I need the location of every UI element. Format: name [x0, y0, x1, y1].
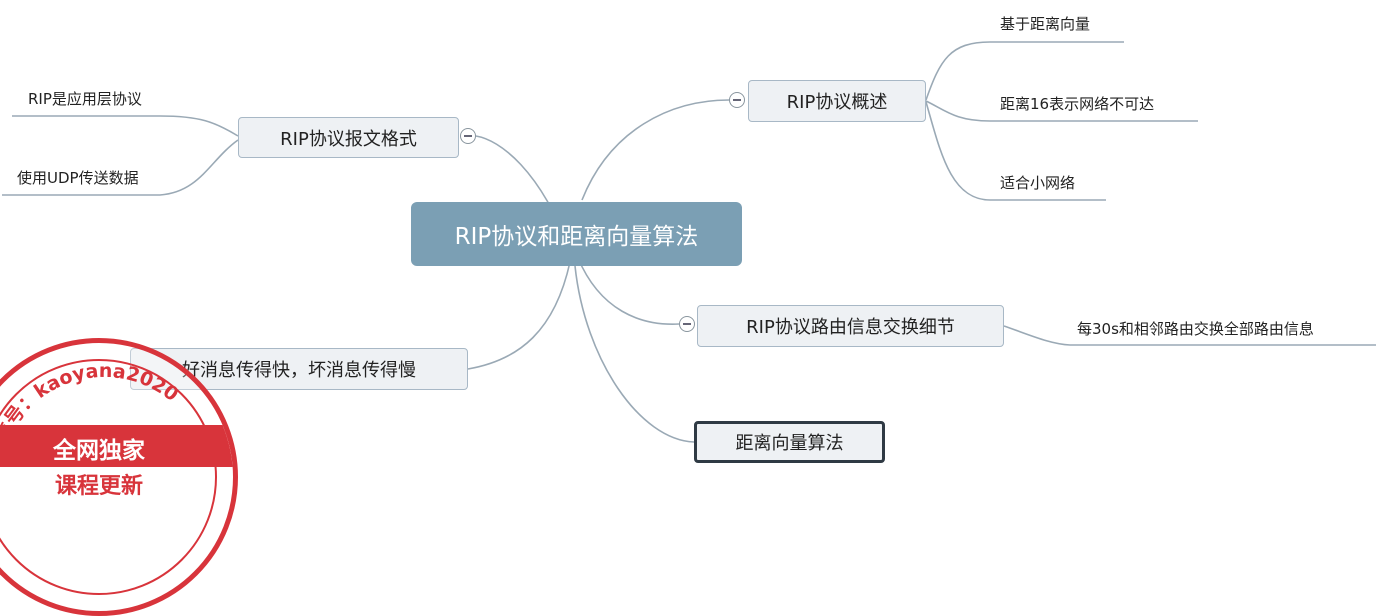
collapse-exchange-icon[interactable] — [679, 316, 695, 332]
connector-overview-16 — [925, 100, 1198, 122]
connector-central-overview — [581, 99, 730, 201]
connector-format-app — [12, 115, 239, 137]
connector-overview-small — [925, 101, 1106, 201]
leaf-small-network-label: 适合小网络 — [1000, 173, 1076, 192]
connector-exchange-30s — [1003, 325, 1376, 346]
central-topic-label: RIP协议和距离向量算法 — [454, 224, 699, 250]
leaf-udp[interactable]: 使用UDP传送数据 — [13, 165, 139, 189]
connector-overview-dv — [925, 41, 1124, 101]
leaf-every-30s-label: 每30s和相邻路由交换全部路由信息 — [1077, 319, 1314, 338]
collapse-overview-icon[interactable] — [729, 92, 745, 108]
leaf-distance16-label: 距离16表示网络不可达 — [1000, 94, 1155, 113]
watermark-line1: 全网独家 — [53, 438, 145, 464]
leaf-distance16[interactable]: 距离16表示网络不可达 — [996, 91, 1154, 115]
branch-distance-vector-algorithm-label: 距离向量算法 — [735, 433, 844, 454]
branch-rip-format-label: RIP协议报文格式 — [280, 128, 417, 150]
branch-rip-overview-label: RIP协议概述 — [786, 92, 888, 113]
branch-rip-exchange-label: RIP协议路由信息交换细节 — [746, 317, 955, 338]
watermark-band — [0, 425, 233, 467]
leaf-distance-vector-label: 基于距离向量 — [1000, 14, 1091, 33]
connector-central-goodbad — [467, 261, 571, 370]
leaf-app-layer-label: RIP是应用层协议 — [28, 89, 142, 108]
watermark-stamp: 微信号：kaoyana2020 全网独家 课程更新 — [0, 338, 238, 616]
branch-rip-overview[interactable]: RIP协议概述 — [748, 80, 926, 122]
connector-format-udp — [2, 139, 239, 196]
branch-rip-format[interactable]: RIP协议报文格式 — [238, 117, 459, 158]
central-topic[interactable]: RIP协议和距离向量算法 — [411, 202, 742, 266]
branch-rip-exchange[interactable]: RIP协议路由信息交换细节 — [697, 305, 1004, 347]
connector-central-dvalgo — [574, 265, 695, 443]
leaf-app-layer[interactable]: RIP是应用层协议 — [24, 86, 142, 110]
leaf-distance-vector[interactable]: 基于距离向量 — [996, 11, 1090, 35]
leaf-every-30s[interactable]: 每30s和相邻路由交换全部路由信息 — [1073, 316, 1314, 340]
connector-layer — [2, 41, 1376, 443]
leaf-udp-label: 使用UDP传送数据 — [17, 168, 139, 187]
leaf-small-network[interactable]: 适合小网络 — [996, 170, 1075, 194]
branch-distance-vector-algorithm[interactable]: 距离向量算法 — [694, 421, 885, 463]
watermark-line2: 课程更新 — [54, 474, 143, 499]
collapse-format-icon[interactable] — [460, 128, 476, 144]
connector-central-exchange — [577, 257, 680, 325]
branch-good-bad-news-label: 好消息传得快，坏消息传得慢 — [182, 360, 416, 381]
